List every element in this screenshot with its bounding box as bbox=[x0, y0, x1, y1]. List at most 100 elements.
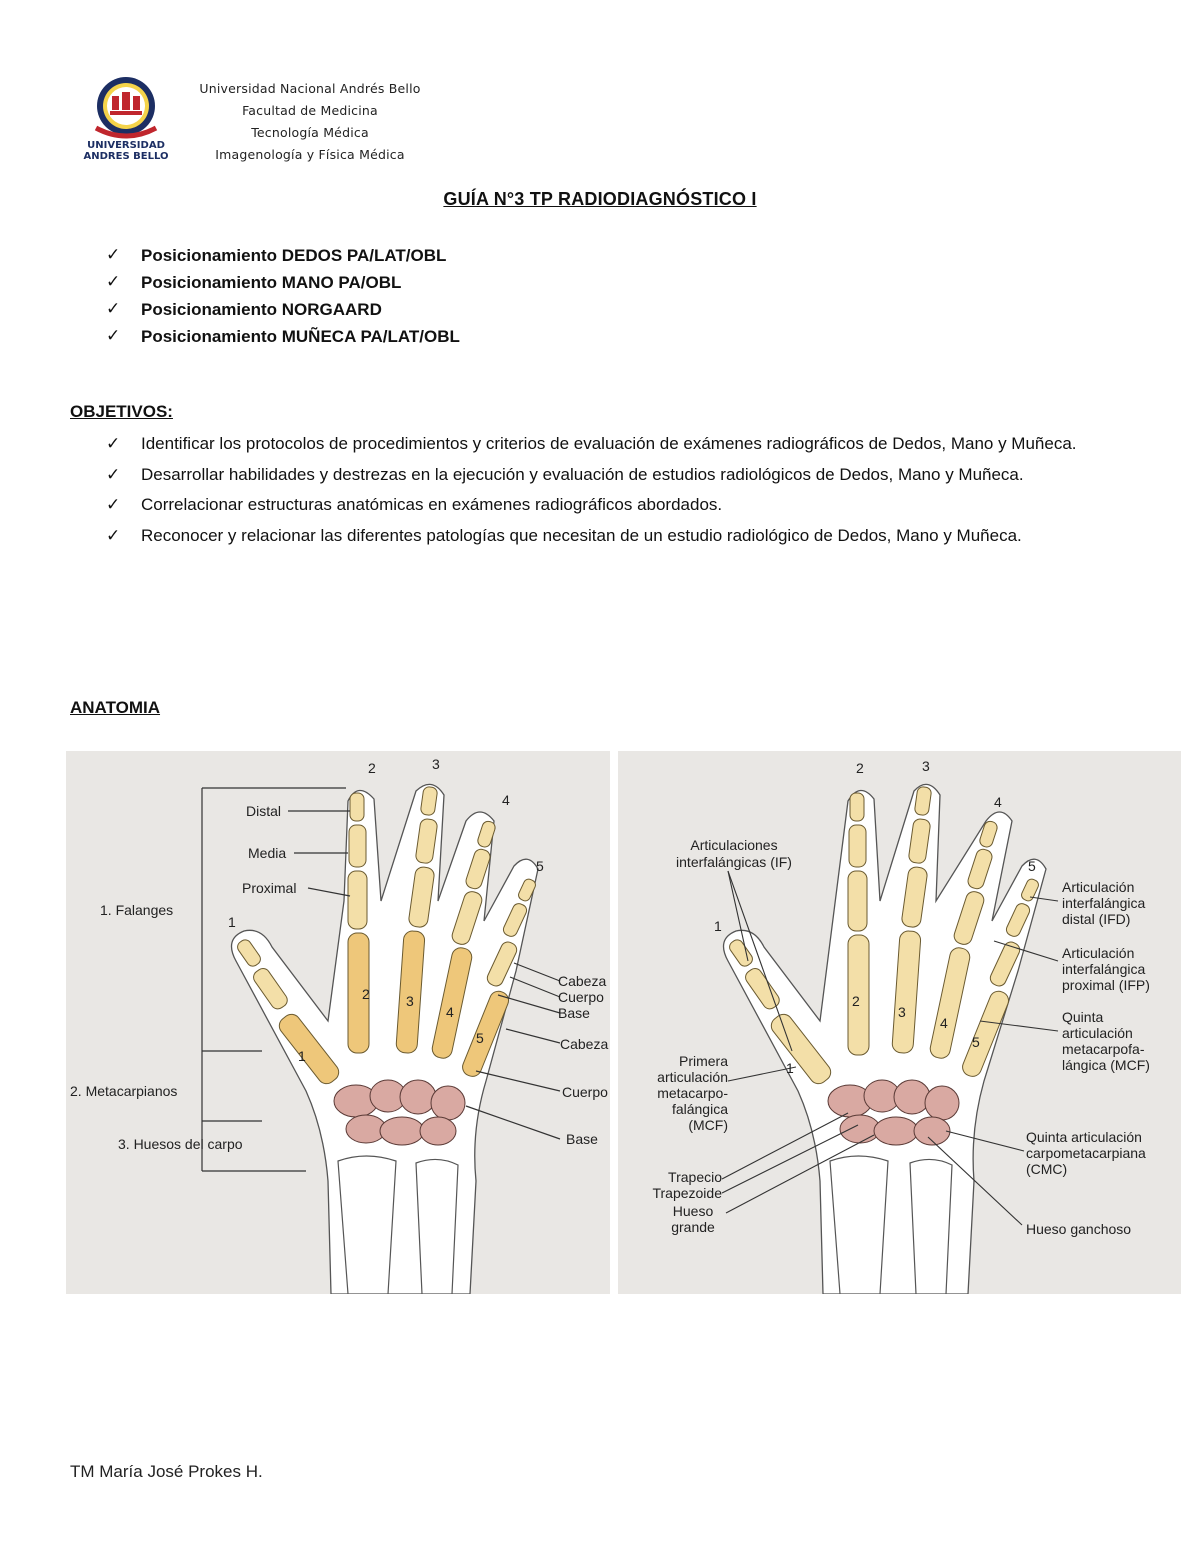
phalanx-bone bbox=[253, 968, 288, 1010]
ulna-bone bbox=[415, 1158, 459, 1294]
metacarpal-bone bbox=[770, 1013, 832, 1085]
label-primera-mcf: Primera articulación metacarpo-falángica… bbox=[657, 1053, 728, 1133]
phalanx-bone bbox=[415, 818, 438, 864]
hand-bones-figure: 2 3 4 5 1 2 3 4 5 1 Distal Media Proxima… bbox=[66, 751, 610, 1294]
footer-author: TM María José Prokes H. bbox=[70, 1462, 263, 1481]
finger-number: 4 bbox=[502, 792, 510, 808]
objectives-heading: OBJETIVOS: bbox=[70, 402, 173, 421]
phalanx-bone bbox=[901, 866, 928, 928]
phalanx-bone bbox=[848, 824, 867, 868]
finger-number: 4 bbox=[994, 794, 1002, 810]
phalanx-bone bbox=[849, 792, 865, 822]
finger-number: 2 bbox=[368, 760, 376, 776]
checkmark-icon: ✓ bbox=[106, 326, 121, 346]
label-ifd: Articulación interfalángica distal (IFD) bbox=[1062, 879, 1146, 927]
checkmark-icon: ✓ bbox=[106, 299, 121, 319]
checkmark-icon: ✓ bbox=[106, 272, 121, 292]
anatomy-heading: ANATOMIA bbox=[70, 698, 161, 717]
objectives-list: ✓Identificar los protocolos de procedimi… bbox=[106, 429, 1130, 551]
label-cabeza-metacarpo: Cabeza bbox=[560, 1036, 608, 1052]
metacarpal-number: 1 bbox=[298, 1048, 306, 1064]
metacarpal-number: 1 bbox=[786, 1060, 794, 1076]
institution-line: Facultad de Medicina bbox=[242, 103, 378, 118]
carpal-bone bbox=[419, 1116, 457, 1146]
phalanx-bone bbox=[465, 848, 491, 890]
phalanx-bone bbox=[953, 891, 985, 945]
institution-block: Universidad Nacional Andrés Bello Facult… bbox=[150, 78, 470, 166]
metacarpal-number: 5 bbox=[972, 1034, 980, 1050]
radius-bone bbox=[829, 1155, 889, 1294]
label-cuerpo: Cuerpo bbox=[558, 989, 604, 1005]
list-item: ✓Posicionamiento MUÑECA PA/LAT/OBL bbox=[106, 323, 806, 350]
finger-number: 5 bbox=[1028, 858, 1036, 874]
checkmark-icon: ✓ bbox=[106, 495, 121, 515]
phalanx-bone bbox=[518, 878, 536, 902]
carpal-bone bbox=[399, 1079, 437, 1115]
label-cabeza: Cabeza bbox=[558, 973, 606, 989]
phalanx-bone bbox=[451, 891, 483, 945]
label-trapecio: Trapecio bbox=[668, 1169, 722, 1185]
label-quinta-mcf: Quinta articulación metacarpofa-lángica … bbox=[1062, 1009, 1150, 1073]
label-huesos-carpo-text: 3. Huesos del carpo bbox=[118, 1136, 243, 1152]
carpal-bone bbox=[873, 1116, 919, 1146]
carpal-bone bbox=[913, 1116, 951, 1146]
label-cuerpo-metacarpo: Cuerpo bbox=[562, 1084, 608, 1100]
phalanx-bone bbox=[847, 870, 868, 932]
metacarpal-number: 3 bbox=[406, 993, 414, 1009]
list-item: ✓Identificar los protocolos de procedimi… bbox=[106, 429, 1130, 460]
list-item: ✓Desarrollar habilidades y destrezas en … bbox=[106, 460, 1130, 491]
metacarpal-bone bbox=[347, 932, 370, 1054]
finger-number: 1 bbox=[714, 918, 722, 934]
finger-number: 1 bbox=[228, 914, 236, 930]
phalanx-bone bbox=[408, 866, 435, 928]
label-quinta-cmc: Quinta articulación carpometacarpiana (C… bbox=[1026, 1129, 1146, 1177]
finger-number: 3 bbox=[432, 756, 440, 772]
phalanx-bone bbox=[1005, 903, 1031, 937]
label-metacarpianos: 2. Metacarpianos bbox=[70, 1083, 177, 1099]
label-ifp: Articulación interfalángica proximal (IF… bbox=[1062, 945, 1150, 993]
phalanx-bone bbox=[477, 820, 496, 848]
phalanx-bone bbox=[1021, 878, 1039, 902]
phalanx-bone bbox=[347, 870, 368, 930]
checkmark-icon: ✓ bbox=[106, 464, 121, 485]
carpal-bone bbox=[379, 1116, 425, 1146]
metacarpal-bone bbox=[395, 930, 426, 1054]
carpal-bone bbox=[924, 1085, 960, 1121]
metacarpal-bone bbox=[891, 930, 922, 1054]
list-item: ✓Correlacionar estructuras anatómicas en… bbox=[106, 490, 1130, 521]
metacarpal-number: 5 bbox=[476, 1030, 484, 1046]
phalanx-bone bbox=[908, 818, 931, 864]
list-item: ✓Posicionamiento MANO PA/OBL bbox=[106, 269, 806, 296]
phalanx-bone bbox=[745, 968, 780, 1010]
phalanx-bone bbox=[420, 786, 438, 816]
document-title: GUÍA N°3 TP RADIODIAGNÓSTICO I bbox=[443, 189, 757, 209]
phalanx-bone bbox=[914, 786, 932, 816]
label-base-metacarpo: Base bbox=[566, 1131, 598, 1147]
list-item: ✓Posicionamiento DEDOS PA/LAT/OBL bbox=[106, 242, 806, 269]
metacarpal-number: 2 bbox=[362, 986, 370, 1002]
checkmark-icon: ✓ bbox=[106, 245, 121, 265]
phalanx-bone bbox=[989, 941, 1021, 987]
checkmark-icon: ✓ bbox=[106, 525, 121, 546]
metacarpal-bone bbox=[929, 947, 971, 1059]
list-item: ✓Reconocer y relacionar las diferentes p… bbox=[106, 521, 1130, 552]
phalanx-bone bbox=[729, 939, 753, 967]
metacarpal-number: 3 bbox=[898, 1004, 906, 1020]
label-distal: Distal bbox=[246, 803, 281, 819]
metacarpal-bone bbox=[847, 934, 870, 1056]
metacarpal-number: 2 bbox=[852, 993, 860, 1009]
finger-number: 2 bbox=[856, 760, 864, 776]
label-trapezoide: Trapezoide bbox=[652, 1185, 722, 1201]
phalanx-bone bbox=[502, 903, 528, 937]
checkmark-icon: ✓ bbox=[106, 434, 121, 454]
positioning-list: ✓Posicionamiento DEDOS PA/LAT/OBL ✓Posic… bbox=[106, 242, 806, 350]
logo-wordmark: UNIVERSIDAD ANDRES BELLO bbox=[83, 140, 169, 162]
label-huesos-carpo: 3. Huesos del carpo bbox=[118, 1136, 243, 1152]
carpal-bone bbox=[893, 1079, 931, 1115]
carpal-bone bbox=[430, 1085, 466, 1121]
phalanx-bone bbox=[349, 792, 365, 822]
institution-line: Universidad Nacional Andrés Bello bbox=[199, 81, 421, 96]
label-base: Base bbox=[558, 1005, 590, 1021]
finger-number: 5 bbox=[536, 858, 544, 874]
label-media: Media bbox=[248, 845, 286, 861]
